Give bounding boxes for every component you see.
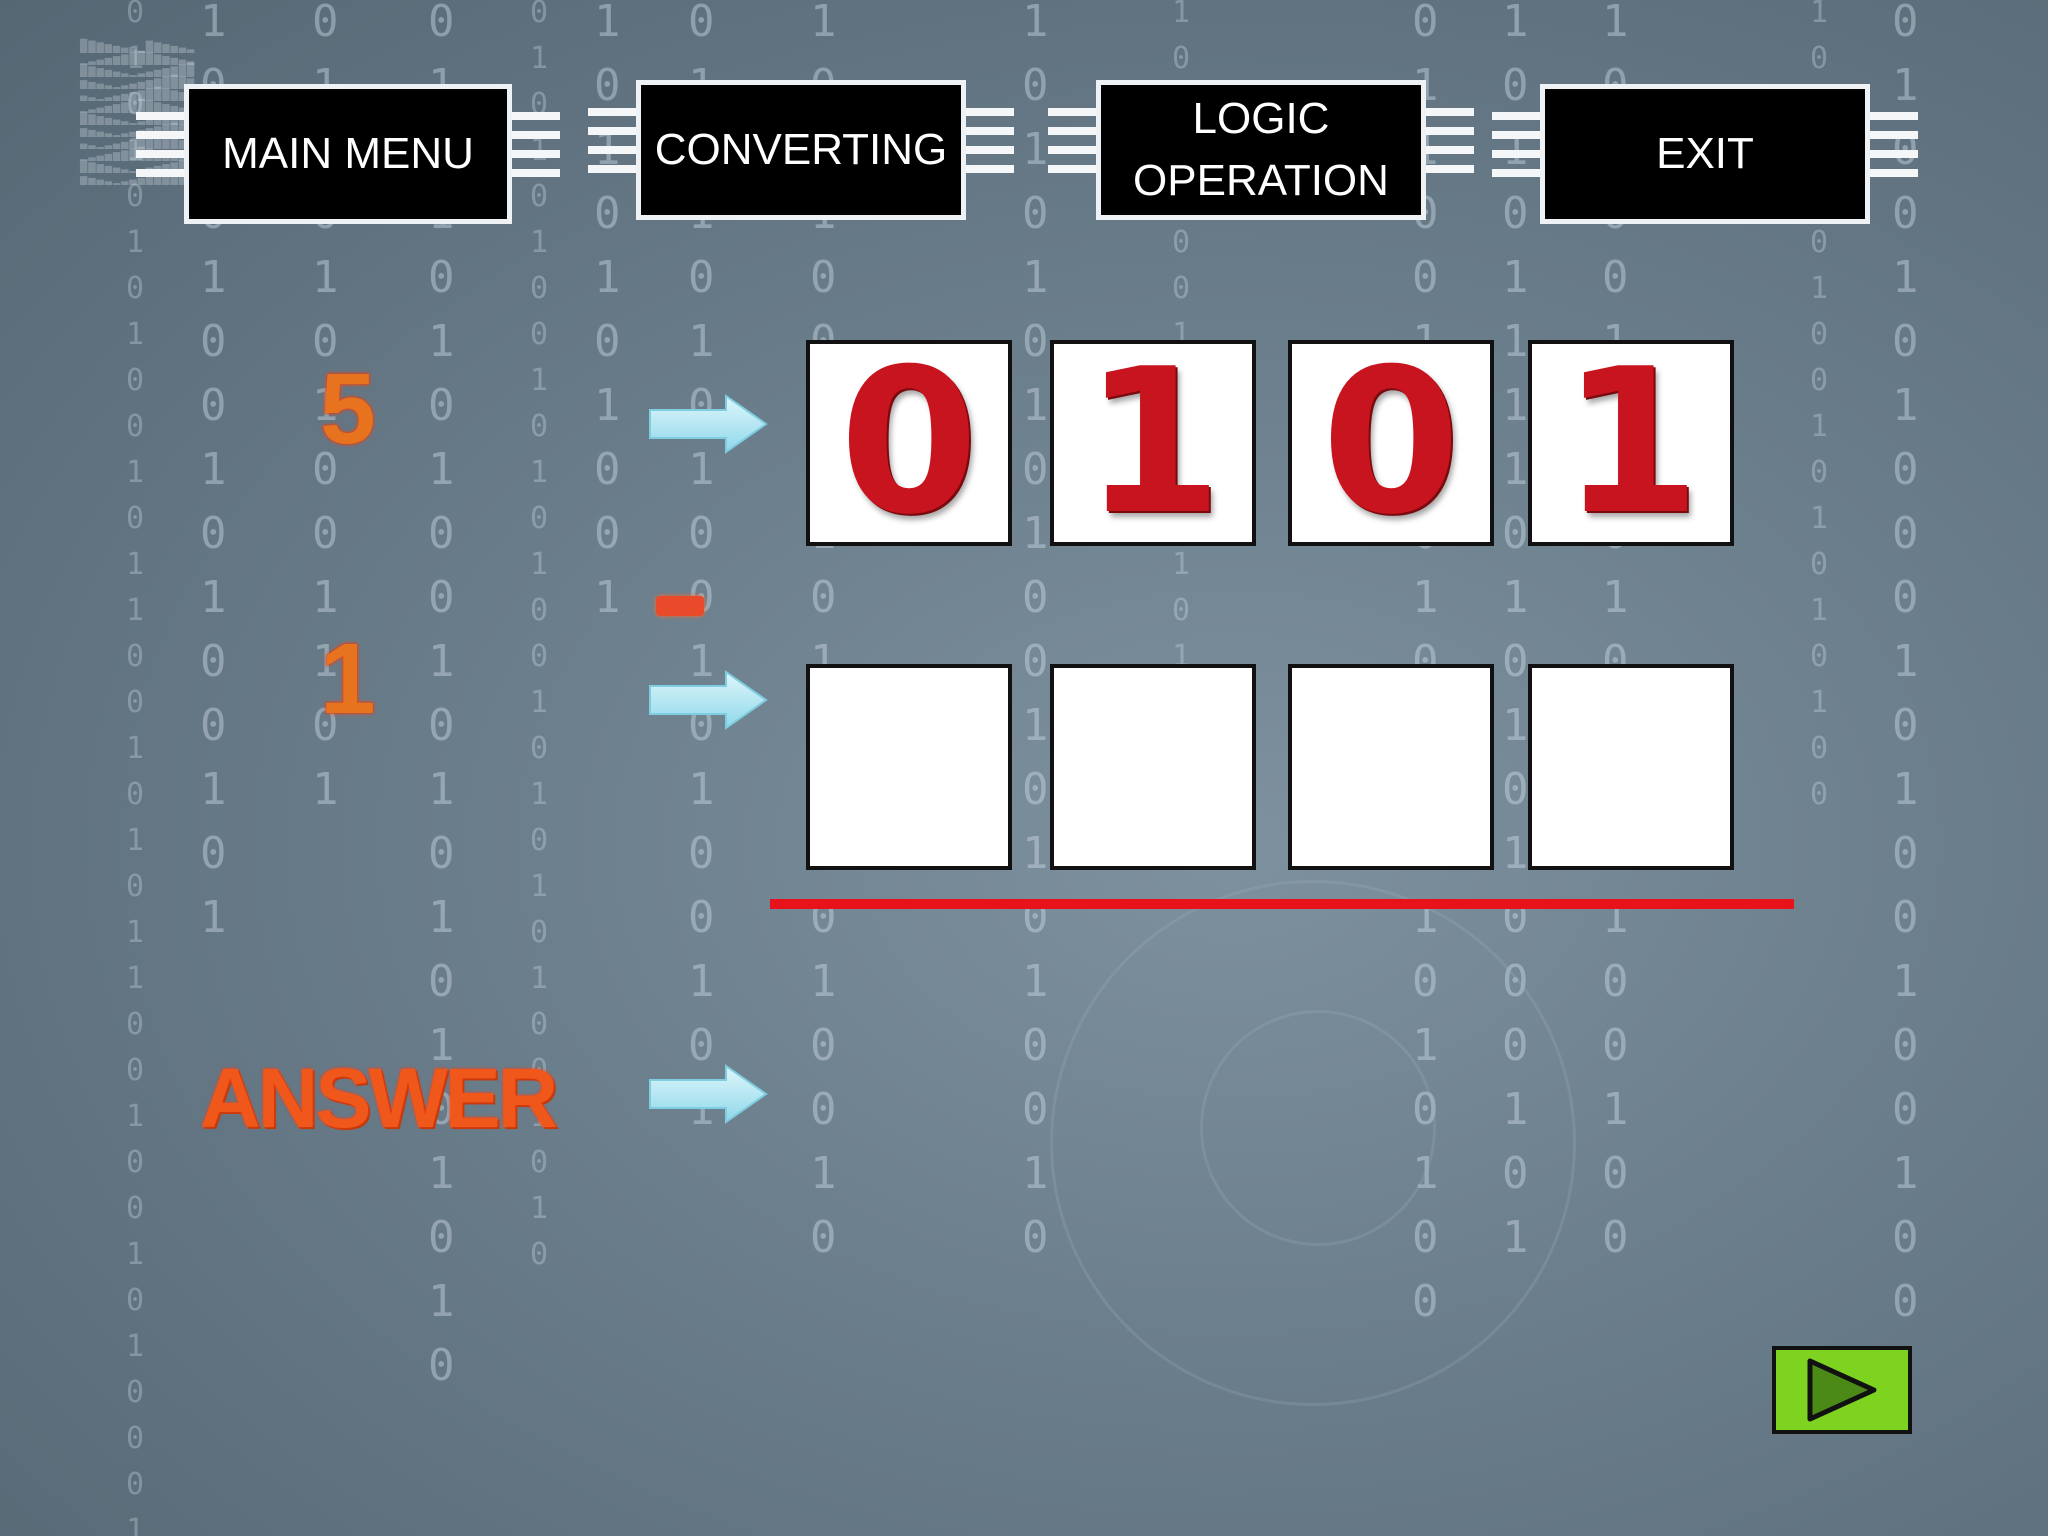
right-arrow-icon — [649, 394, 768, 454]
second-binary-bit-3[interactable] — [1288, 664, 1494, 870]
second-binary-bit-2[interactable] — [1050, 664, 1256, 870]
right-arrow-icon — [649, 1064, 768, 1124]
exit-button[interactable]: EXIT — [1540, 84, 1870, 224]
answer-label: ANSWER — [200, 1051, 558, 1145]
first-binary-bit-2[interactable]: 1 — [1050, 340, 1256, 546]
play-icon — [1807, 1358, 1877, 1422]
bit-digit: 1 — [1561, 326, 1701, 559]
converting-chip: CONVERTING — [588, 80, 1014, 220]
main-menu-chip: MAIN MENU — [136, 84, 560, 224]
next-button[interactable] — [1772, 1346, 1912, 1434]
bit-digit: 0 — [839, 326, 979, 559]
converting-label: CONVERTING — [654, 125, 948, 174]
second-decimal-number: 1 — [320, 623, 376, 735]
first-binary-bit-4[interactable]: 1 — [1528, 340, 1734, 546]
main-menu-button[interactable]: MAIN MENU — [184, 84, 512, 224]
second-binary-bit-1[interactable] — [806, 664, 1012, 870]
second-binary-bit-4[interactable] — [1528, 664, 1734, 870]
right-arrow-icon — [649, 670, 768, 730]
converting-button[interactable]: CONVERTING — [636, 80, 966, 220]
minus-operator — [656, 596, 704, 616]
first-binary-bit-3[interactable]: 0 — [1288, 340, 1494, 546]
logic-operation-button[interactable]: LOGIC OPERATION — [1096, 80, 1426, 220]
main-menu-label: MAIN MENU — [222, 129, 474, 178]
exit-label: EXIT — [1656, 129, 1754, 178]
logic-operation-label: LOGIC OPERATION — [1133, 94, 1389, 205]
bit-digit: 0 — [1321, 326, 1461, 559]
sum-divider-line — [770, 899, 1794, 909]
logic-operation-chip: LOGIC OPERATION — [1048, 80, 1474, 220]
bit-digit: 1 — [1083, 326, 1223, 559]
first-decimal-number: 5 — [320, 353, 376, 465]
first-binary-bit-1[interactable]: 0 — [806, 340, 1012, 546]
exit-chip: EXIT — [1492, 84, 1918, 224]
